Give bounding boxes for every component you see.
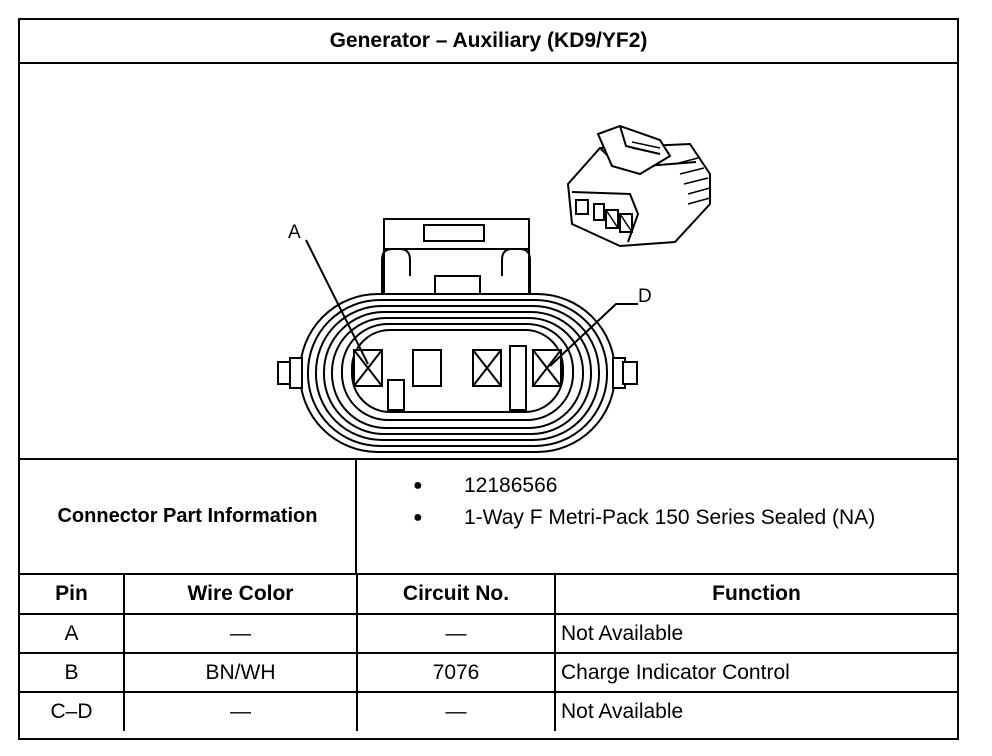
wire-color-cell: BN/WH xyxy=(123,652,358,693)
table-row: C–D — — Not Available xyxy=(20,691,957,731)
pin-table: Pin Wire Color Circuit No. Function A — … xyxy=(20,575,957,731)
callout-d-label: D xyxy=(638,286,652,307)
bullet-icon: ● xyxy=(413,509,423,526)
function-cell: Not Available xyxy=(554,613,957,654)
table-row: A — — Not Available xyxy=(20,613,957,654)
pin-cell: B xyxy=(20,652,125,693)
cavity-d xyxy=(532,349,562,387)
circuit-cell: 7076 xyxy=(356,652,556,693)
header-pin: Pin xyxy=(20,575,125,615)
connector-part-info-label: Connector Part Information xyxy=(20,460,357,573)
header-wire-color: Wire Color xyxy=(123,575,358,615)
wire-color-cell: — xyxy=(123,691,358,731)
connector-sheet: Generator – Auxiliary (KD9/YF2) xyxy=(18,18,959,740)
connector-3d-view xyxy=(566,124,711,248)
part-number-item: ● 12186566 xyxy=(357,470,957,502)
callout-a-leader xyxy=(305,239,369,365)
header-function: Function xyxy=(554,575,957,615)
bullet-icon: ● xyxy=(413,477,423,494)
pin-cell: C–D xyxy=(20,691,125,731)
connector-diagram: A D xyxy=(20,64,957,458)
connector-drawing: A D xyxy=(277,124,711,453)
part-description-item: ● 1-Way F Metri-Pack 150 Series Sealed (… xyxy=(357,502,957,534)
sheet-title: Generator – Auxiliary (KD9/YF2) xyxy=(20,20,957,64)
cavity-b xyxy=(412,349,442,387)
circuit-cell: — xyxy=(356,691,556,731)
header-circuit-no: Circuit No. xyxy=(356,575,556,615)
connector-part-info: Connector Part Information ● 12186566 ● … xyxy=(20,458,957,575)
function-cell: Not Available xyxy=(554,691,957,731)
pin-table-header: Pin Wire Color Circuit No. Function xyxy=(20,575,957,615)
callout-d-leader xyxy=(549,303,638,367)
pin-cell: A xyxy=(20,613,125,654)
part-number: 12186566 xyxy=(464,474,558,497)
function-cell: Charge Indicator Control xyxy=(554,652,957,693)
table-row: B BN/WH 7076 Charge Indicator Control xyxy=(20,652,957,693)
part-description: 1-Way F Metri-Pack 150 Series Sealed (NA… xyxy=(464,506,876,529)
wire-color-cell: — xyxy=(123,613,358,654)
connector-part-list: ● 12186566 ● 1-Way F Metri-Pack 150 Seri… xyxy=(357,460,957,573)
cavity-a xyxy=(353,349,383,387)
circuit-cell: — xyxy=(356,613,556,654)
connector-face xyxy=(277,218,638,453)
cavity-c xyxy=(472,349,502,387)
callout-a-label: A xyxy=(288,222,301,243)
